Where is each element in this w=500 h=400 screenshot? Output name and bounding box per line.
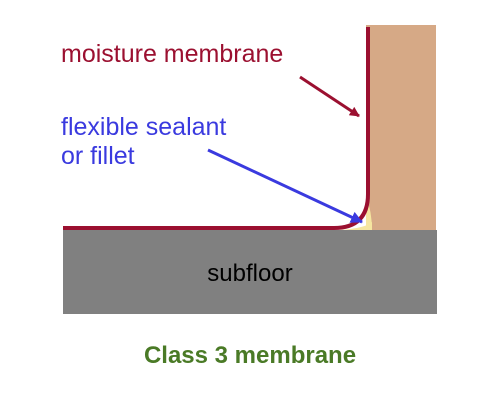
wall (366, 25, 436, 230)
subfloor-slab (63, 230, 437, 314)
diagram-caption: Class 3 membrane (144, 342, 356, 369)
sealant-fillet-base (340, 222, 372, 230)
label-subfloor: subfloor (207, 260, 292, 287)
membrane-arrow (299, 75, 360, 118)
label-or-fillet: or fillet (61, 142, 135, 170)
sealant-arrow (207, 148, 363, 224)
label-flexible-sealant: flexible sealant (61, 113, 226, 141)
label-moisture-membrane: moisture membrane (61, 40, 283, 68)
